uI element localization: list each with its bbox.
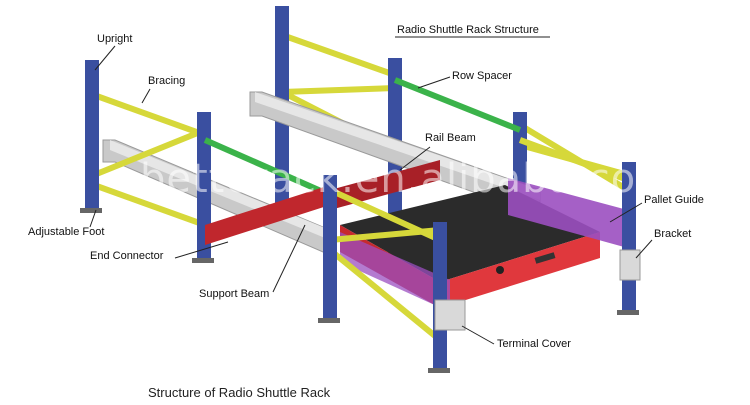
- adjustable-foot: [80, 208, 102, 213]
- bracing: [329, 227, 441, 243]
- label-adjustable-foot: Adjustable Foot: [28, 226, 104, 238]
- label-rail-beam: Rail Beam: [425, 132, 476, 144]
- pallet-guide: [508, 178, 635, 250]
- bracing: [280, 32, 397, 78]
- leader-bracket: [635, 239, 653, 259]
- bracing: [281, 85, 396, 95]
- label-support-beam: Support Beam: [199, 288, 269, 300]
- label-row-spacer: Row Spacer: [452, 70, 512, 82]
- leader-pallet-guide: [609, 202, 643, 223]
- leader-bracing: [141, 88, 151, 104]
- left-frame: [80, 60, 214, 263]
- bracing: [328, 247, 442, 343]
- diagram-title: Radio Shuttle Rack Structure: [397, 24, 539, 36]
- label-bracket: Bracket: [654, 228, 691, 240]
- row-spacer: [393, 77, 522, 133]
- row-spacer: [203, 137, 332, 198]
- upright: [85, 60, 99, 210]
- leader-row-spacer: [417, 76, 451, 89]
- leader-adjustable-foot: [89, 209, 97, 228]
- support-beam: [205, 185, 330, 245]
- rail-beam: [255, 92, 540, 200]
- shuttle-light: [496, 266, 504, 274]
- bracket: [619, 249, 641, 281]
- rail-beams: [102, 91, 541, 256]
- label-terminal-cover: Terminal Cover: [497, 338, 571, 350]
- pallet-guide: [340, 232, 450, 312]
- adjustable-foot: [617, 310, 639, 315]
- upright: [433, 222, 447, 370]
- upright: [323, 175, 337, 320]
- bracing: [92, 182, 207, 228]
- watermark-text: betterack.en.alibaba.com: [140, 156, 676, 202]
- shuttle-panel: [534, 252, 556, 264]
- bracing: [92, 127, 207, 178]
- shuttle-body: [440, 232, 600, 308]
- adjustable-foot: [318, 318, 340, 323]
- label-end-connector: End Connector: [90, 250, 164, 262]
- front-frame: [318, 137, 641, 373]
- upright: [197, 112, 211, 260]
- terminal-cover: [434, 299, 466, 331]
- leader-end-connector: [174, 241, 229, 259]
- support-beam: [330, 160, 440, 210]
- leader-support-beam: [272, 224, 306, 293]
- bracing: [518, 137, 630, 183]
- adjustable-foot: [428, 368, 450, 373]
- leader-upright: [94, 45, 116, 71]
- adjustable-foot: [192, 258, 214, 263]
- leader-rail-beam: [399, 146, 431, 171]
- label-pallet-guide: Pallet Guide: [644, 194, 704, 206]
- label-bracing: Bracing: [148, 75, 185, 87]
- figure-caption: Structure of Radio Shuttle Rack: [148, 385, 331, 400]
- leader-terminal-cover: [461, 325, 495, 345]
- label-upright: Upright: [97, 33, 132, 45]
- bracing: [92, 92, 207, 138]
